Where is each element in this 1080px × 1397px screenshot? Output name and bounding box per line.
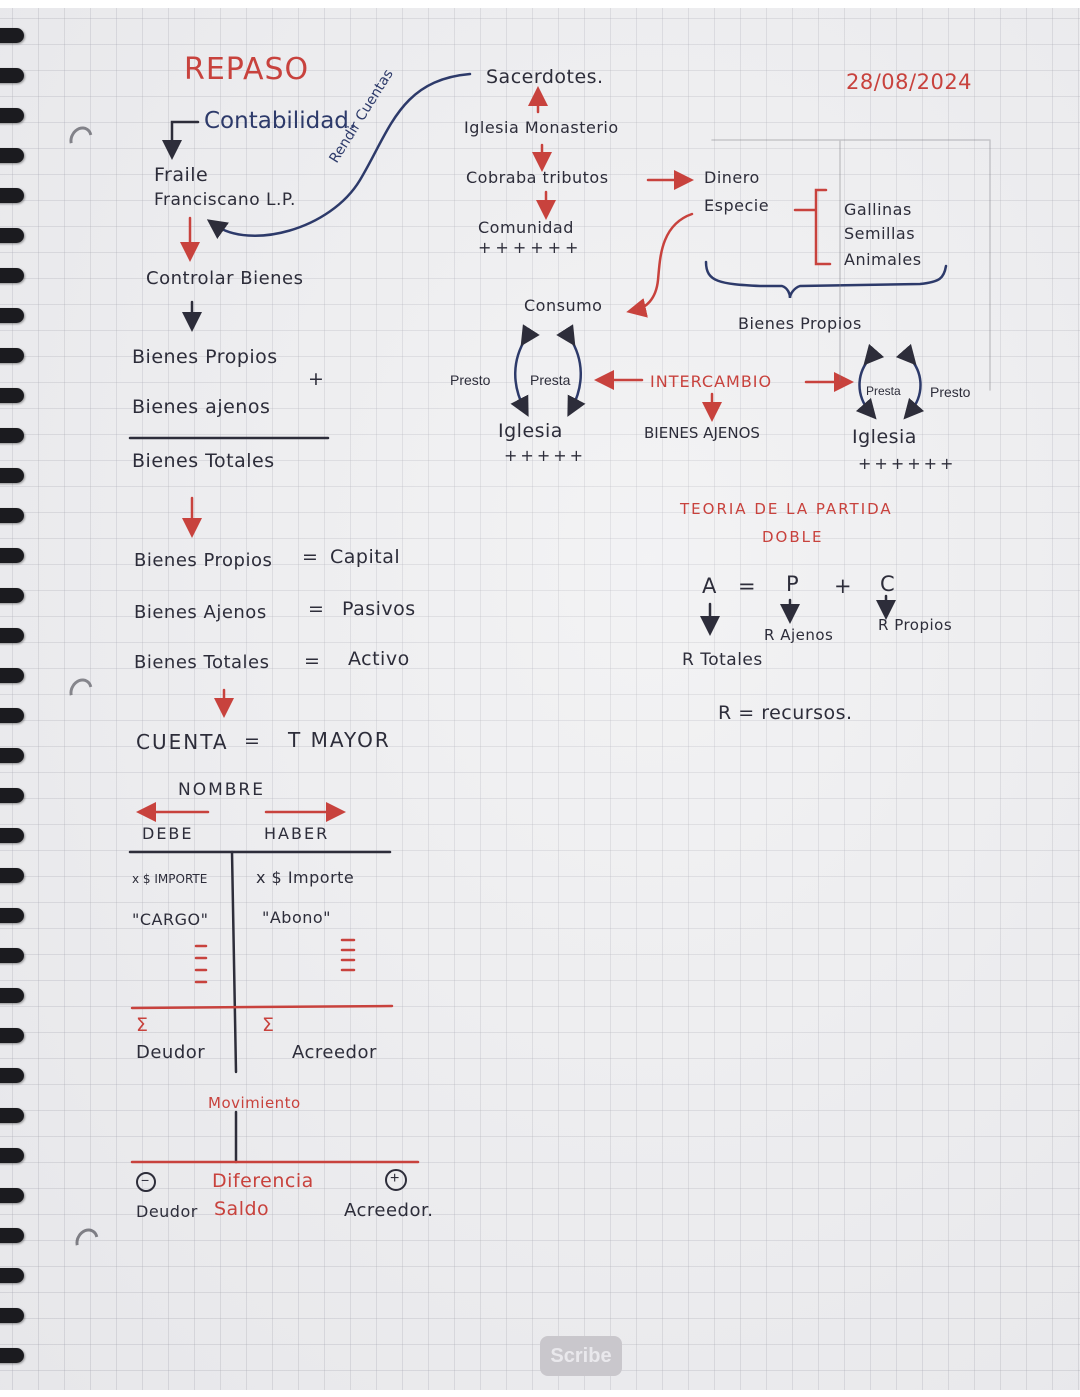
iglesia-monasterio-label: Iglesia Monasterio	[464, 118, 619, 137]
right-iglesia-marks: ++++++	[858, 454, 957, 473]
cargo-label: "CARGO"	[132, 910, 209, 929]
equivalence-eq: =	[308, 598, 325, 620]
bienes-ajenos-label: BIENES AJENOS	[644, 424, 760, 442]
saldo-label: Saldo	[214, 1198, 270, 1220]
formula-a: A	[702, 574, 717, 598]
sigma-debe: Σ	[136, 1014, 149, 1036]
equivalence-eq: =	[302, 546, 319, 568]
partida-doble-title-1: TEORIA DE LA PARTIDA	[680, 500, 893, 518]
haber-label: HABER	[264, 824, 330, 843]
sum-bienes-propios: Bienes Propios	[132, 346, 278, 368]
formula-c: C	[880, 572, 896, 596]
movimiento-label: Movimiento	[208, 1094, 301, 1112]
saldo-acreedor-sign: +	[390, 1170, 400, 1187]
controlar-bienes: Controlar Bienes	[146, 268, 304, 289]
especie-item: Gallinas	[844, 200, 912, 219]
especie-item: Animales	[844, 250, 922, 269]
nombre-label: NOMBRE	[178, 780, 265, 800]
cuenta-label: CUENTA	[136, 730, 229, 754]
equivalence-right: Activo	[348, 648, 410, 670]
saldo-deudor-label: Deudor	[136, 1202, 198, 1221]
left-iglesia-marks: +++++	[504, 446, 587, 465]
equivalence-right: Pasivos	[342, 598, 416, 620]
left-presta: Presta	[530, 372, 571, 388]
left-iglesia: Iglesia	[498, 420, 563, 442]
equivalence-eq: =	[304, 650, 321, 672]
right-iglesia: Iglesia	[852, 426, 917, 448]
abono-label: "Abono"	[262, 908, 332, 927]
spiral-binding	[0, 8, 40, 1390]
equivalence-left: Bienes Propios	[134, 550, 273, 571]
bienes-propios-brace-label: Bienes Propios	[738, 314, 862, 333]
scribe-watermark: Scribe	[540, 1336, 622, 1376]
debe-importe: x $ IMPORTE	[132, 872, 208, 886]
consumo-label: Consumo	[524, 296, 603, 315]
left-presto: Presto	[450, 372, 491, 388]
formula-p-meaning: R Ajenos	[764, 626, 834, 644]
fraile-line-2: Franciscano L.P.	[154, 190, 296, 210]
recursos-legend: R = recursos.	[718, 702, 853, 724]
comunidad-label: Comunidad	[478, 218, 574, 237]
saldo-acreedor-label: Acreedor.	[344, 1200, 434, 1221]
equivalence-right: Capital	[330, 546, 401, 568]
tributos-label: Cobraba tributos	[466, 168, 609, 187]
punch-hole	[70, 1224, 104, 1258]
sum-bienes-totales: Bienes Totales	[132, 450, 275, 472]
formula-plus: +	[834, 574, 853, 598]
partida-doble-title-2: DOBLE	[762, 528, 824, 546]
debe-label: DEBE	[142, 824, 194, 843]
especie-label: Especie	[704, 196, 770, 215]
saldo-deudor-sign: −	[141, 1172, 150, 1188]
comunidad-marks: ++++++	[478, 238, 583, 257]
punch-hole	[64, 122, 98, 156]
formula-eq: =	[738, 574, 757, 598]
sigma-haber: Σ	[262, 1014, 275, 1036]
cuenta-eq: =	[244, 730, 261, 752]
acreedor-label: Acreedor	[292, 1042, 377, 1063]
formula-a-meaning: R Totales	[682, 650, 763, 670]
fraile-line-1: Fraile	[154, 164, 209, 186]
especie-item: Semillas	[844, 224, 916, 243]
topic-contabilidad: Contabilidad.	[204, 108, 357, 134]
punch-hole	[64, 674, 98, 708]
equivalence-left: Bienes Ajenos	[134, 602, 267, 623]
equivalence-left: Bienes Totales	[134, 652, 270, 673]
deudor-label: Deudor	[136, 1042, 206, 1063]
t-mayor-label: T MAYOR	[288, 728, 391, 752]
sum-bienes-ajenos: Bienes ajenos	[132, 396, 271, 418]
sum-plus: +	[308, 368, 325, 390]
diferencia-label: Diferencia	[212, 1170, 314, 1192]
intercambio-label: INTERCAMBIO	[650, 372, 773, 391]
page-title: REPASO	[184, 52, 310, 87]
sacerdotes-label: Sacerdotes.	[486, 66, 604, 88]
haber-importe: x $ Importe	[256, 868, 355, 887]
notebook-page	[0, 8, 1080, 1390]
formula-c-meaning: R Propios	[878, 616, 953, 634]
formula-p: P	[786, 572, 800, 596]
dinero-label: Dinero	[704, 168, 760, 187]
right-presto: Presto	[930, 384, 971, 400]
page-date: 28/08/2024	[846, 70, 973, 94]
right-presta: Presta	[866, 384, 901, 398]
